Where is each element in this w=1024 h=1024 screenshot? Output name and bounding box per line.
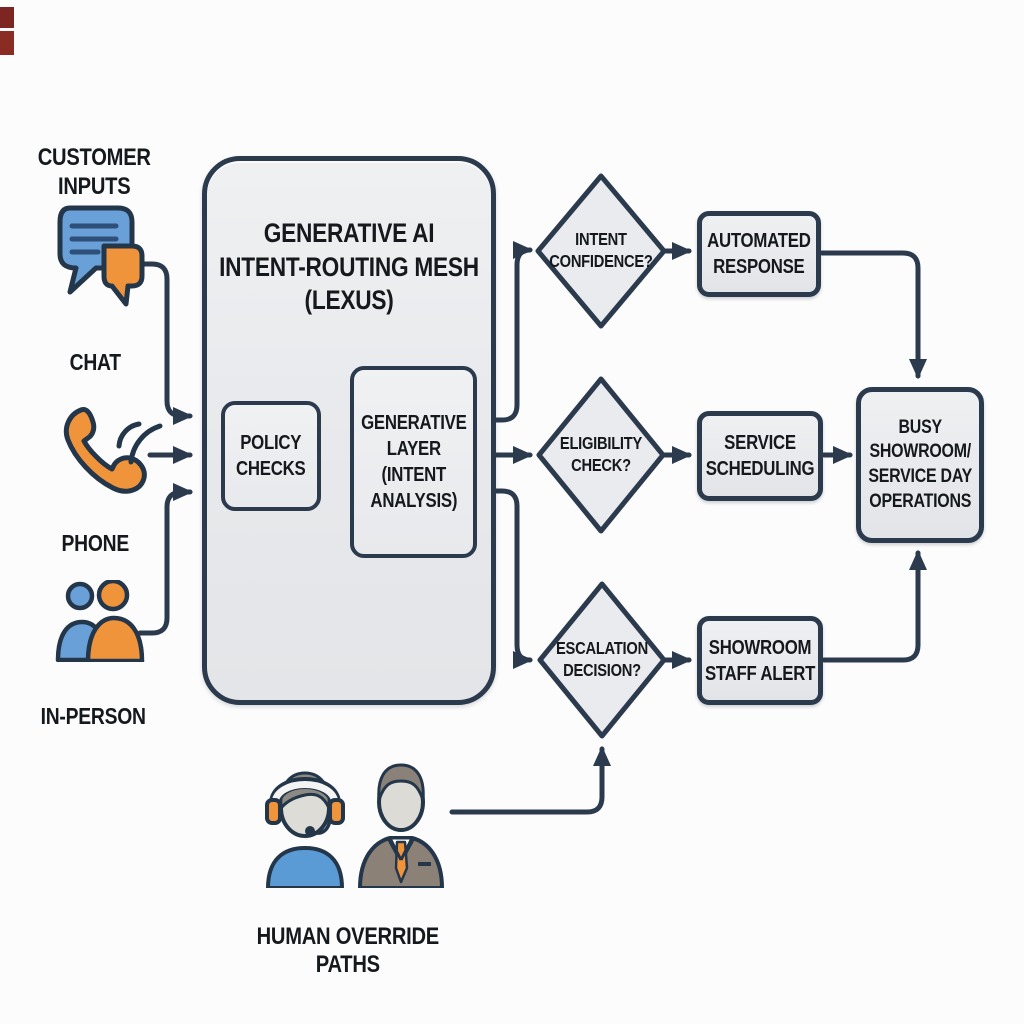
diamond-escalation-decision [537, 581, 667, 739]
arrow-inperson-to-mesh [137, 483, 193, 636]
escalation-decision-label: ESCALATION DECISION? [556, 638, 648, 680]
service-scheduling-box: SERVICE SCHEDULING [697, 411, 823, 501]
arrow-human-to-escalation [449, 746, 611, 815]
support-agent-headset-icon [262, 760, 348, 888]
two-people-icon [52, 580, 148, 662]
diamond-eligibility-check [536, 376, 666, 534]
connectors [137, 241, 927, 815]
human-override-paths-label: HUMAN OVERRIDE PATHS [256, 923, 440, 978]
arrow-automated-to-busy [819, 250, 927, 379]
automated-response-box: AUTOMATED RESPONSE [697, 211, 821, 297]
eligibility-check-label: ELIGIBILITY CHECK? [559, 433, 643, 475]
intent-confidence-label: INTENT CONFIDENCE? [549, 229, 653, 271]
arrow-chat-to-mesh [139, 261, 193, 425]
input-chat-label: CHAT [69, 349, 121, 375]
arrow-alert-to-busy [821, 550, 927, 663]
arrow-mesh-to-intent [493, 241, 533, 423]
business-person-icon [355, 756, 447, 888]
arrow-mesh-to-escalation [493, 488, 533, 669]
policy-checks-box: POLICY CHECKS [221, 401, 321, 511]
customer-inputs-heading: CUSTOMER INPUTS [38, 143, 151, 200]
showroom-staff-alert-box: SHOWROOM STAFF ALERT [697, 616, 823, 705]
corner-artifact [0, 31, 14, 55]
diamond-intent-confidence [535, 173, 667, 329]
phone-handset-icon [55, 398, 167, 508]
busy-showroom-operations-box: BUSY SHOWROOM/ SERVICE DAY OPERATIONS [856, 387, 984, 543]
input-phone-label: PHONE [61, 530, 129, 556]
input-inperson-label: IN-PERSON [40, 703, 146, 729]
generative-layer-box: GENERATIVE LAYER (INTENT ANALYSIS) [350, 366, 477, 558]
corner-artifact [0, 7, 14, 28]
decision-diamonds [535, 173, 667, 739]
mesh-title: GENERATIVE AI INTENT-ROUTING MESH (LEXUS… [219, 217, 479, 316]
chat-bubbles-icon [52, 202, 146, 314]
